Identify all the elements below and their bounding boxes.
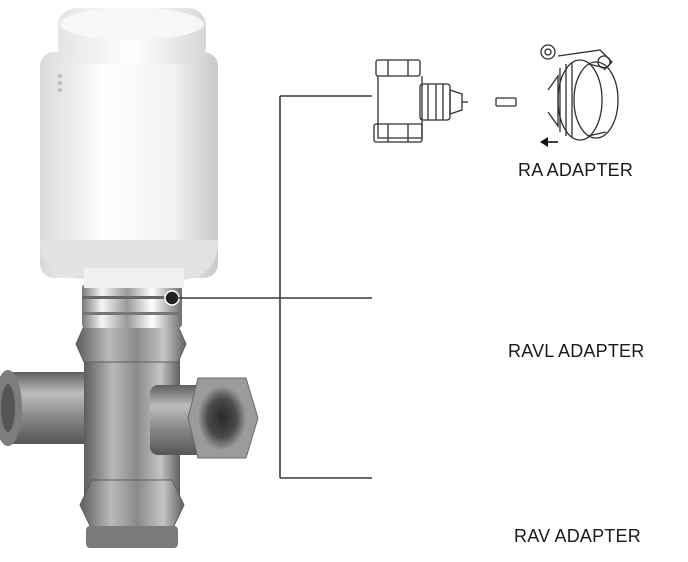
ra-valve-drawing [373,59,468,143]
thermostat-valve-photo [0,8,259,548]
chrome-collar [82,284,182,328]
connector-lines [176,95,372,479]
ra-pin [495,97,517,107]
ra-adapter-label: RA ADAPTER [518,160,634,180]
thermostat-head [40,8,218,288]
ra-adapter-drawing [540,44,619,141]
valve-body [0,325,259,548]
ravl-adapter-label: RAVL ADAPTER [508,341,645,361]
ra-arrow-icon [540,137,558,147]
rav-adapter-label: RAV ADAPTER [514,526,641,546]
